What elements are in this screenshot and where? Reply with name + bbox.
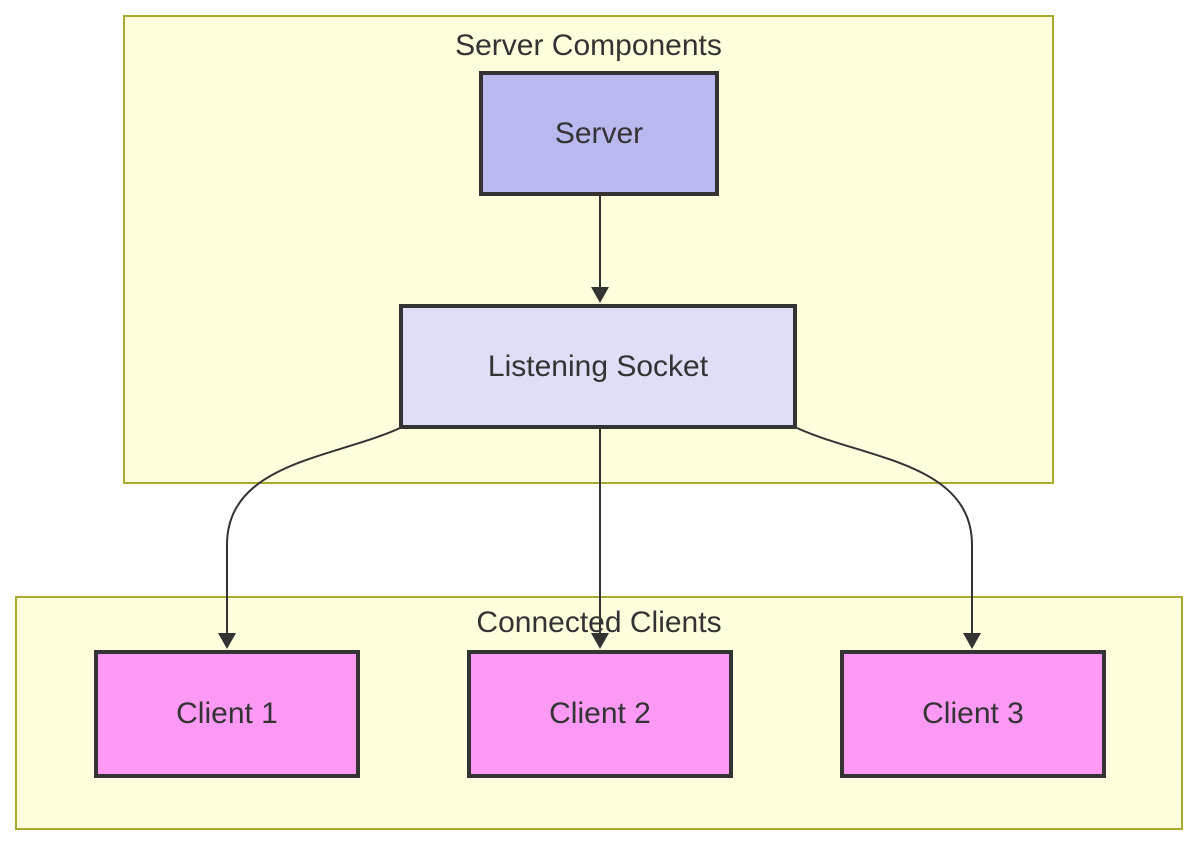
node-client-3: Client 3 — [840, 650, 1106, 778]
node-client-2: Client 2 — [467, 650, 733, 778]
node-server: Server — [479, 71, 719, 196]
node-listening-socket-label: Listening Socket — [487, 349, 709, 383]
group-server-components-title: Server Components — [455, 29, 722, 62]
node-listening-socket: Listening Socket — [399, 304, 797, 429]
node-client-3-label: Client 3 — [922, 697, 1024, 730]
node-server-label: Server — [554, 116, 644, 150]
node-client-1: Client 1 — [94, 650, 360, 778]
group-connected-clients-title: Connected Clients — [476, 606, 722, 639]
node-client-1-label: Client 1 — [176, 697, 278, 730]
node-client-2-label: Client 2 — [549, 697, 651, 730]
